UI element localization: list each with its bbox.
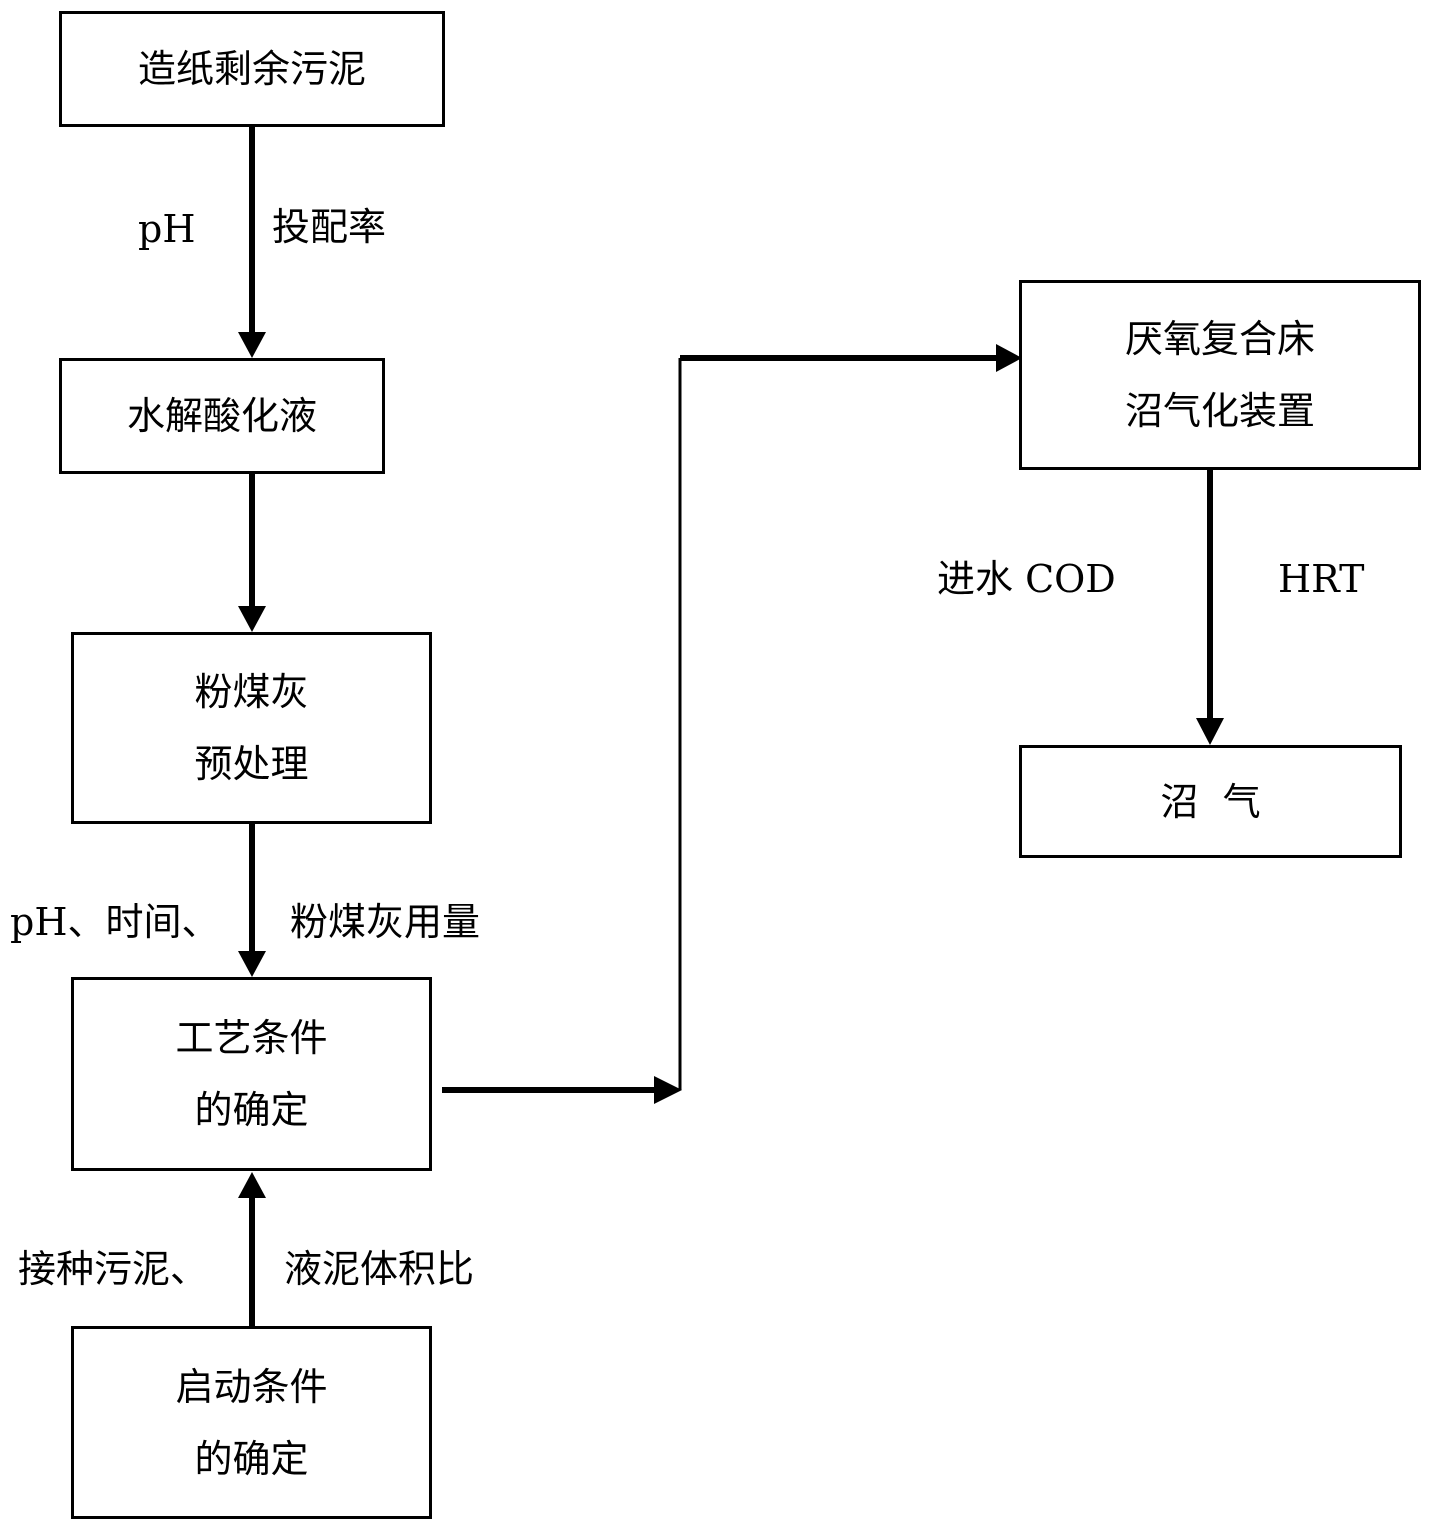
label-dosing-rate: 投配率 [272, 205, 387, 249]
label-hrt: HRT [1278, 557, 1365, 601]
box-text-line-1: 启动条件 [175, 1364, 328, 1409]
label-ph: pH [138, 207, 196, 251]
box-biogas: 沼 气 [1019, 745, 1402, 858]
box-text-line-1: 沼 气 [1160, 779, 1261, 824]
box-text-line-2: 沼气化装置 [1124, 389, 1315, 433]
arrowhead-process-top [238, 951, 266, 977]
box-text-line-1: 水解酸化液 [126, 394, 317, 438]
label-fly-ash-dosage: 粉煤灰用量 [290, 900, 481, 944]
box-startup-conditions: 启动条件的确定 [71, 1326, 432, 1519]
box-process-conditions: 工艺条件的确定 [71, 977, 432, 1171]
box-text-line-1: 粉煤灰 [194, 670, 309, 714]
box-text-line-1: 厌氧复合床 [1124, 317, 1315, 361]
box-anaerobic-reactor: 厌氧复合床沼气化装置 [1019, 280, 1421, 470]
arrowhead-fly-ash [238, 606, 266, 632]
label-ph-time: pH、时间、 [10, 900, 220, 944]
box-papermaking-sludge: 造纸剩余污泥 [59, 11, 445, 127]
label-volume-ratio: 液泥体积比 [284, 1247, 475, 1291]
box-hydrolysis-acidification: 水解酸化液 [59, 358, 385, 474]
label-influent-cod: 进水 COD [937, 557, 1116, 601]
box-text-line-1: 造纸剩余污泥 [137, 47, 366, 91]
arrowhead-biogas [1196, 718, 1224, 745]
arrowhead-reactor [996, 344, 1022, 372]
box-text-line-2: 的确定 [194, 1088, 309, 1132]
arrowhead-process-bottom [238, 1172, 266, 1198]
label-inoculum: 接种污泥、 [18, 1247, 209, 1291]
arrowhead-process-right [654, 1076, 682, 1104]
box-text-line-1: 工艺条件 [175, 1016, 328, 1060]
box-text-line-2: 的确定 [194, 1436, 309, 1481]
arrowhead-hydrolysis [238, 332, 266, 358]
box-text-line-2: 预处理 [194, 742, 309, 786]
box-fly-ash-pretreatment: 粉煤灰预处理 [71, 632, 432, 824]
